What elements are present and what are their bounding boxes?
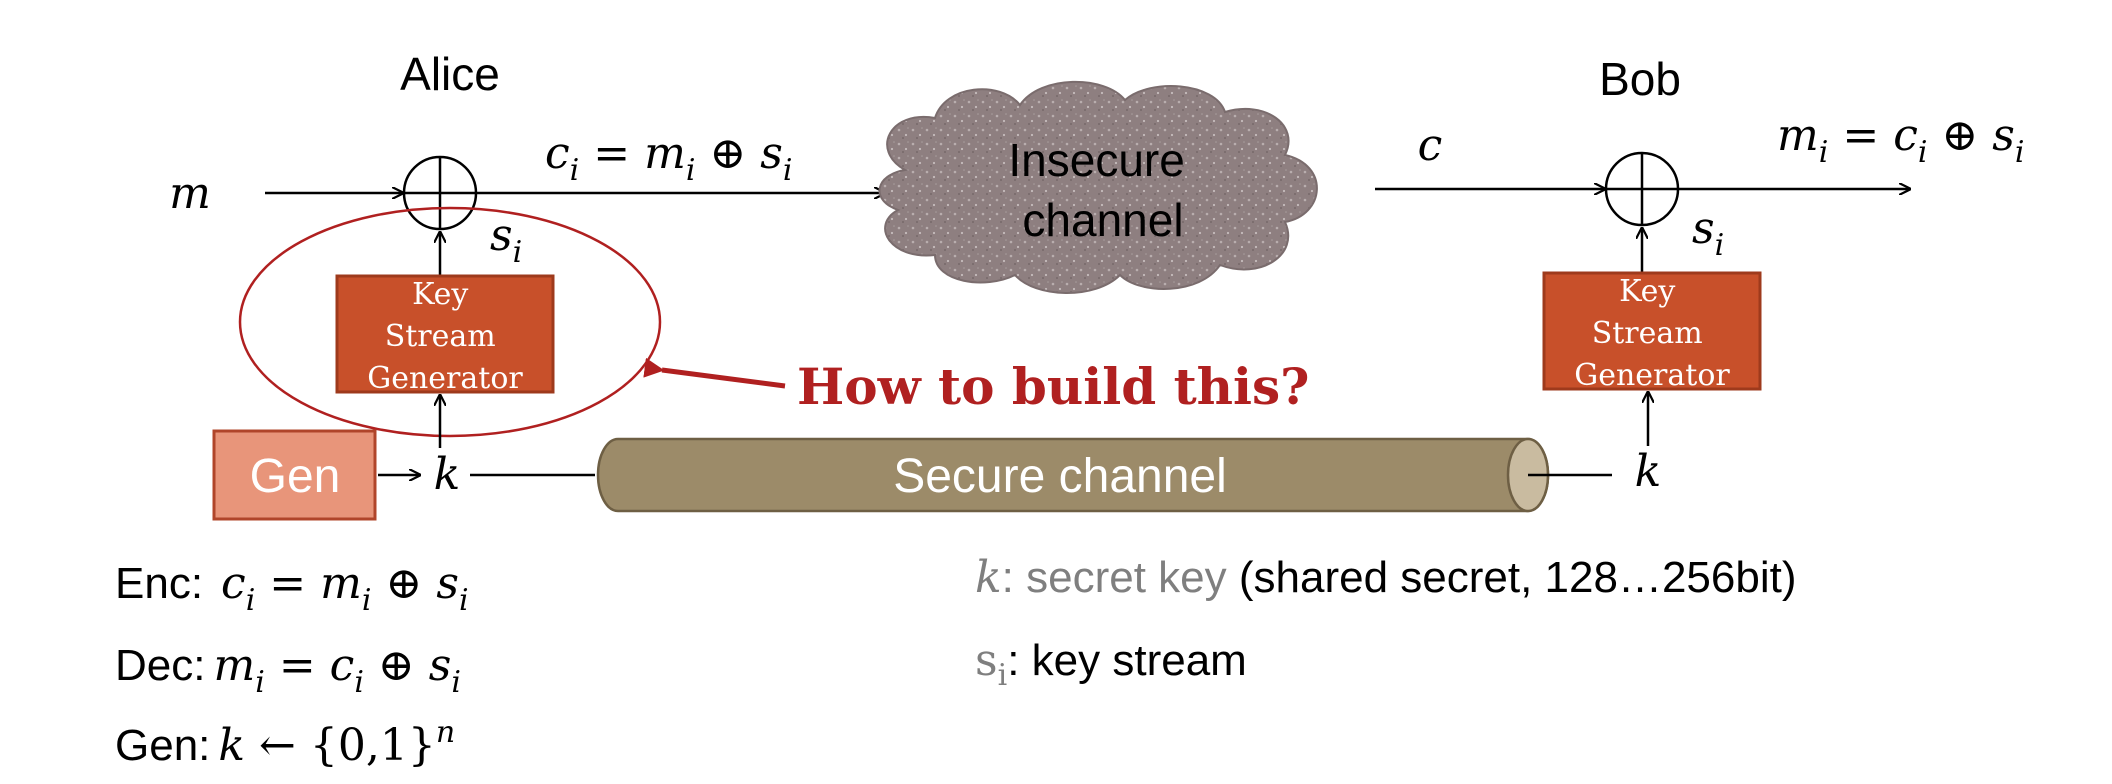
gen-box-label: Gen — [250, 450, 341, 503]
legend-key-stream: si: key stream — [975, 635, 1247, 693]
insecure-channel-label: Insecure channel — [1008, 134, 1197, 246]
gen-definition: Gen:k ← {0,1}n — [115, 715, 455, 771]
enc-definition: Enc:ci = mi ⊕ si — [115, 558, 469, 618]
bob-key-stream-generator-box — [1542, 271, 1762, 391]
bob-label: Bob — [1599, 53, 1681, 105]
alice-keystream-label: si — [490, 210, 522, 270]
bob-keystream-label: si — [1692, 203, 1724, 263]
callout-text: How to build this? — [797, 357, 1309, 416]
bob-xor-symbol — [1604, 151, 1680, 227]
bob-input-label: c — [1418, 120, 1443, 171]
bob-output-equation: mi = ci ⊕ si — [1777, 110, 2025, 170]
alice-key-stream-generator-box — [335, 274, 555, 394]
gen-box — [212, 429, 377, 521]
ciphertext-equation: ci = mi ⊕ si — [545, 128, 793, 188]
bob-key-stream-generator-label: Key Stream Generator — [1574, 274, 1730, 393]
ksg-highlight-ellipse — [238, 206, 662, 438]
alice-key-stream-generator-label: Key Stream Generator — [367, 277, 523, 396]
legend-secret-key: k: secret key (shared secret, 128…256bit… — [975, 552, 1797, 603]
callout-arrow — [643, 357, 786, 389]
dec-definition: Dec:mi = ci ⊕ si — [115, 640, 461, 700]
alice-key-label: k — [434, 449, 461, 500]
secure-channel-label: Secure channel — [893, 450, 1227, 503]
insecure-channel-cloud — [878, 80, 1318, 294]
alice-xor-symbol — [402, 155, 478, 231]
bob-key-label: k — [1635, 446, 1662, 497]
message-label: m — [169, 168, 211, 219]
alice-label: Alice — [400, 48, 500, 100]
